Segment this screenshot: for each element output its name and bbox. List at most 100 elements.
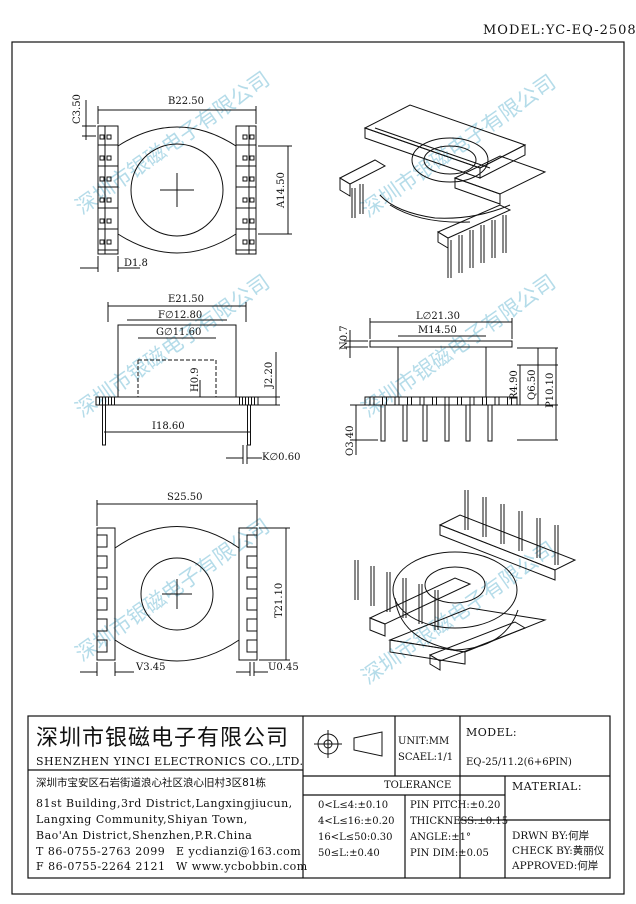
comb-slot	[246, 618, 258, 632]
pin-leg	[380, 404, 386, 442]
dim-k: K∅0.60	[262, 452, 300, 463]
website: W www.ycbobbin.com	[176, 860, 308, 873]
pin-square	[106, 218, 112, 224]
pin-square	[242, 155, 248, 161]
pin-square	[242, 197, 248, 203]
dim-i: I18.60	[152, 421, 185, 432]
dim-p: P10.10	[545, 373, 556, 408]
pin-square	[249, 197, 255, 203]
pin-stub	[444, 396, 450, 406]
pin-stub	[245, 396, 249, 406]
dim-q: Q6.50	[527, 370, 538, 400]
tolerance-2: 4<L≤16:±0.20	[318, 816, 395, 827]
pin-square	[249, 134, 255, 140]
iso-bottom-pins	[354, 490, 559, 630]
comb-slot	[246, 639, 258, 653]
bottom-view-comb-slots	[96, 534, 258, 653]
top-view-hole	[130, 143, 224, 237]
pin-leg	[465, 404, 471, 442]
comb-slot	[96, 639, 108, 653]
side-view: E21.50 F∅12.80 G∅11.60 H0.9 J2.20 I18.60…	[95, 294, 300, 464]
iso-top-pins	[351, 184, 507, 278]
dim-r: R4.90	[509, 370, 520, 400]
dim-u: U0.45	[268, 662, 299, 673]
dim-h: H0.9	[190, 367, 201, 392]
dim-n: N0.7	[339, 325, 350, 350]
pin-square	[249, 218, 255, 224]
dim-o: O3.40	[345, 426, 356, 456]
pin-stub	[507, 396, 512, 406]
front-view: L∅21.30 M14.50 N0.7 R4.90 Q6.50 P10.10 O…	[339, 311, 558, 456]
pin-leg	[422, 404, 428, 442]
pin-square	[242, 134, 248, 140]
dim-s: S25.50	[167, 492, 202, 503]
top-view-pins	[98, 134, 256, 251]
tolerance-1: 0<L≤4:±0.10	[318, 800, 389, 811]
watermark-5: 深圳市银磁电子有限公司	[71, 514, 274, 666]
comb-slot	[96, 555, 108, 569]
pin-square	[99, 134, 105, 140]
comb-slot	[246, 555, 258, 569]
pin-stub	[394, 396, 400, 406]
dim-b: B22.50	[168, 96, 204, 107]
pin-square	[99, 239, 105, 245]
dim-c: C3.50	[72, 94, 83, 124]
front-view-base	[364, 396, 518, 406]
dim-a: A14.50	[276, 172, 287, 209]
pin-leg	[402, 404, 408, 442]
bottom-view: S25.50 T21.10 V3.45 U0.45	[80, 492, 299, 676]
check-by: CHECK BY:黄丽仪	[512, 845, 605, 857]
pin-square	[242, 218, 248, 224]
tel: T 86-0755-2763 2099	[36, 845, 166, 858]
pin-stub	[457, 396, 462, 406]
iso-view-bottom	[354, 490, 577, 671]
side-view-pins	[99, 396, 255, 446]
pin-square	[249, 176, 255, 182]
comb-slot	[246, 534, 258, 548]
pin-dim: PIN DIM:±0.05	[410, 848, 489, 859]
pin-stub	[494, 396, 500, 406]
iso-view-top	[338, 104, 547, 278]
bottom-view-body	[114, 526, 240, 662]
address-en-line-2: Langxing Community,Shiyan Town,	[36, 813, 248, 826]
pin-stub	[111, 396, 115, 406]
pin-square	[99, 176, 105, 182]
pin-square	[249, 239, 255, 245]
pin-square	[242, 239, 248, 245]
pin-leg	[102, 404, 106, 446]
pin-square	[106, 155, 112, 161]
pin-leg	[247, 404, 251, 446]
pin-square	[106, 239, 112, 245]
company-name-en: SHENZHEN YINCI ELECTRONICS CO.,LTD.	[36, 755, 304, 768]
dim-d: D1.8	[124, 258, 148, 269]
pin-stub	[407, 396, 412, 406]
model-value: EQ-25/11.2(6+6PIN)	[466, 757, 572, 768]
thickness: THICKNESS:±0.15	[410, 816, 509, 827]
pin-square	[106, 134, 112, 140]
model-label: MODEL:	[466, 726, 518, 739]
angle: ANGLE:±1°	[410, 832, 472, 843]
header-model: MODEL:YC-EQ-2508	[483, 23, 636, 38]
comb-slot	[96, 597, 108, 611]
material-label: MATERIAL:	[512, 780, 583, 793]
pin-square	[99, 197, 105, 203]
top-view-body	[117, 126, 237, 254]
pin-square	[99, 218, 105, 224]
pin-square	[249, 155, 255, 161]
pin-square	[99, 155, 105, 161]
pin-stub	[419, 396, 425, 406]
comb-slot	[96, 618, 108, 632]
email: E ycdianzi@163.com	[176, 845, 302, 858]
tolerance-title: TOLERANCE	[384, 780, 452, 791]
tolerance-4: 50≤L:±0.40	[318, 848, 380, 859]
company-name-cn: 深圳市银磁电子有限公司	[36, 726, 290, 751]
dim-g: G∅11.60	[156, 327, 201, 338]
sheet-border	[11, 41, 625, 895]
watermark-group: 深圳市银磁电子有限公司 深圳市银磁电子有限公司 深圳市银磁电子有限公司 深圳市银…	[71, 67, 560, 689]
address-cn: 深圳市宝安区石岩街道浪心社区浪心旧村3区81栋	[36, 777, 267, 789]
watermark-1: 深圳市银磁电子有限公司	[71, 67, 274, 219]
pin-stub	[469, 396, 475, 406]
pin-square	[242, 176, 248, 182]
